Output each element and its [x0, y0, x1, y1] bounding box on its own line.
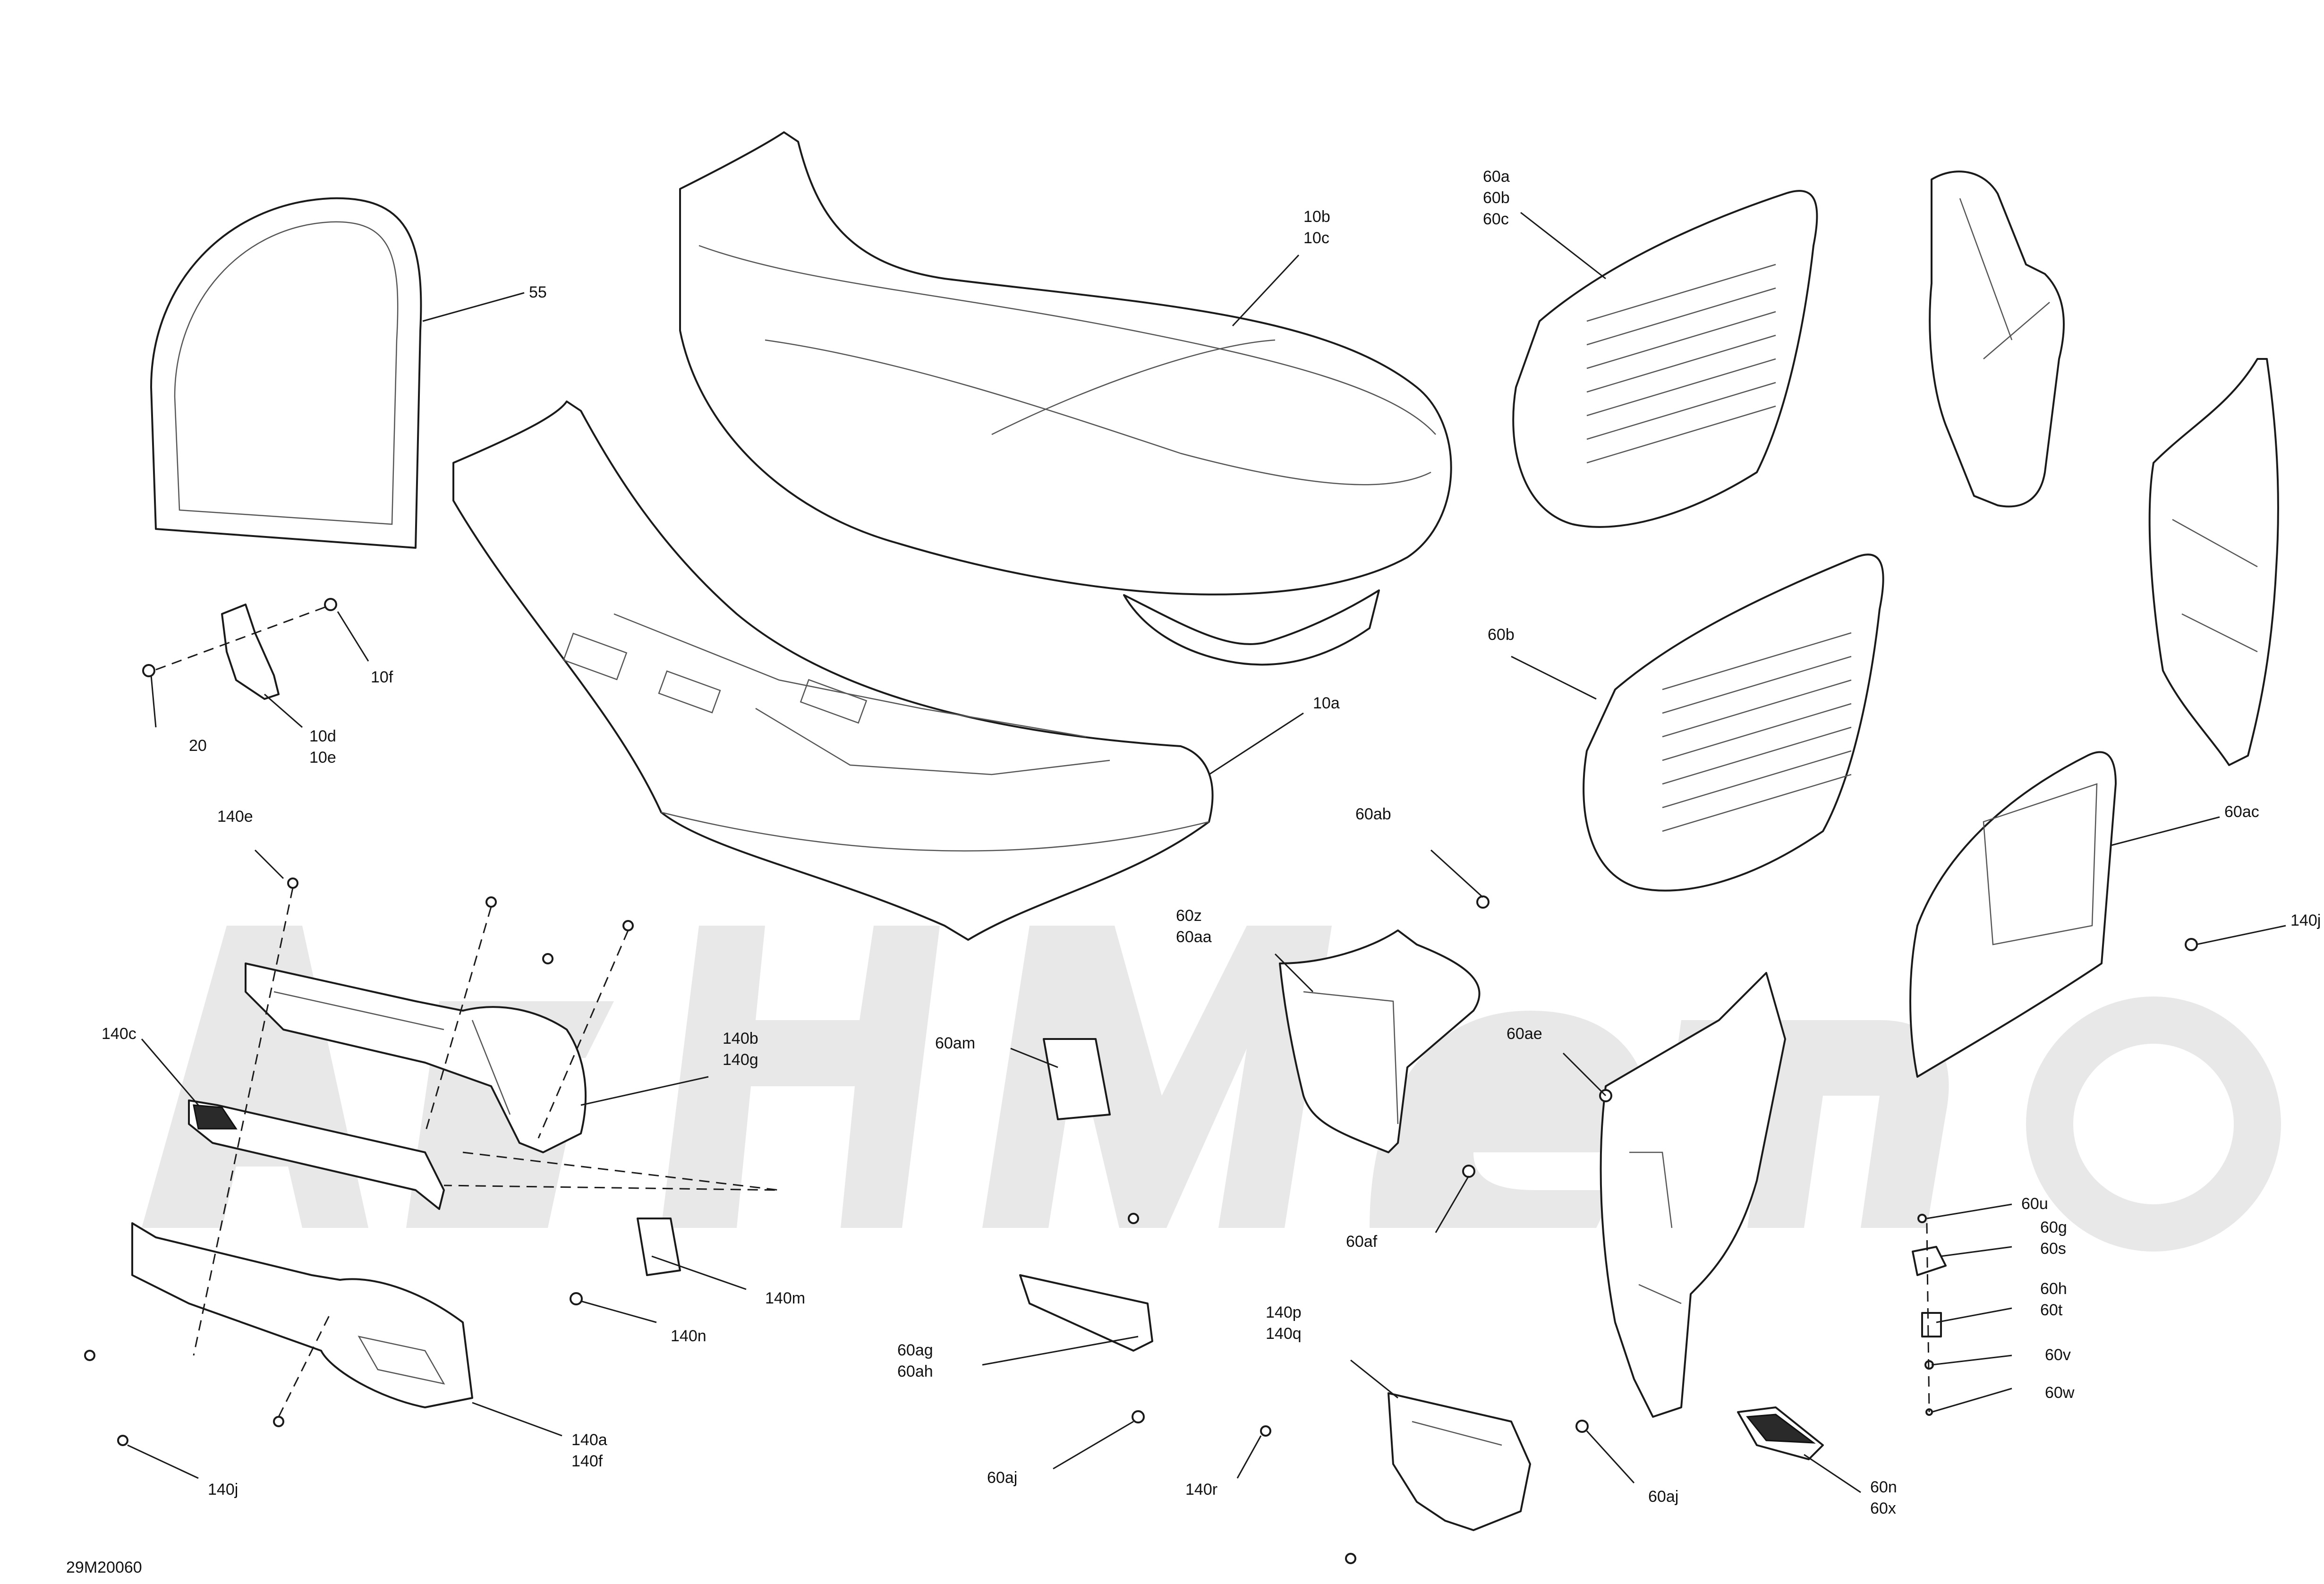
callout-60ah: 60ah [897, 1363, 933, 1380]
part-140c-grip-bar [188, 1099, 445, 1210]
callout-20: 20 [189, 737, 207, 755]
callout-60b-lower: 60b [1488, 626, 1515, 644]
part-60n-cap [1737, 1406, 1824, 1460]
callout-60af: 60af [1346, 1233, 1378, 1251]
callout-140j-right: 140j [2290, 911, 2321, 929]
callout-60aa: 60aa [1176, 928, 1212, 946]
part-10b-seat-cushion [679, 131, 1452, 666]
callout-60w: 60w [2045, 1384, 2075, 1402]
callout-60n: 60n [1870, 1478, 1897, 1496]
callout-140n: 140n [671, 1327, 707, 1345]
callout-60c: 60c [1483, 210, 1509, 228]
part-60a-backrest-upper [1512, 190, 1818, 528]
part-60am-sticker [1043, 1038, 1111, 1120]
callout-140p: 140p [1266, 1303, 1302, 1321]
callout-60t: 60t [2040, 1301, 2063, 1319]
part-60ag-bracket [1019, 1213, 1153, 1423]
callout-60aj-right: 60aj [1648, 1488, 1678, 1506]
callout-140r: 140r [1185, 1481, 1217, 1499]
callout-60ae: 60ae [1507, 1025, 1542, 1043]
callout-60ab: 60ab [1355, 805, 1391, 823]
part-10a-seat-base [452, 400, 1214, 941]
part-armrest-top [1929, 170, 2065, 508]
callout-60z: 60z [1176, 907, 1202, 925]
callout-10f: 10f [371, 668, 393, 686]
callout-140m: 140m [765, 1289, 805, 1307]
callout-60s: 60s [2040, 1240, 2066, 1258]
callout-60u: 60u [2021, 1195, 2048, 1213]
part-10d-bracket [142, 598, 337, 700]
callout-60aj-center: 60aj [987, 1469, 1017, 1487]
callout-140q: 140q [1266, 1325, 1302, 1343]
callout-60am: 60am [935, 1034, 975, 1052]
callout-60x: 60x [1870, 1499, 1896, 1517]
callout-60b-top: 60b [1483, 189, 1510, 207]
callout-55: 55 [529, 283, 547, 301]
callout-10d: 10d [309, 727, 336, 745]
part-55-seal [150, 197, 422, 549]
callout-10b: 10b [1303, 208, 1330, 226]
diagram-id: 29M20060 [66, 1558, 142, 1576]
callout-labels: 55 10b 10c 10a 10f 20 10d 10e 60a 60b 60… [66, 168, 2321, 1576]
part-60z-bracket [1279, 895, 1490, 1153]
callout-140e: 140e [217, 808, 253, 826]
part-side-bracket-top-right [2148, 358, 2279, 766]
callout-140f: 140f [571, 1452, 603, 1470]
callout-60ag: 60ag [897, 1341, 933, 1359]
callout-140a: 140a [571, 1431, 607, 1449]
part-140b-grip-housing [245, 962, 587, 1153]
callout-140c: 140c [102, 1025, 136, 1043]
callout-140j-left: 140j [208, 1481, 238, 1499]
part-60b-backrest-lower [1583, 554, 1884, 892]
callout-60a: 60a [1483, 168, 1510, 186]
callout-140b: 140b [723, 1030, 758, 1047]
fastener-stack-60 [1912, 1214, 1947, 1416]
callout-10e: 10e [309, 749, 336, 766]
part-60ac-side-panel [1909, 751, 2198, 1078]
callout-60g: 60g [2040, 1218, 2067, 1236]
part-140p-housing [1260, 1392, 1589, 1564]
screws-left-group [84, 877, 780, 1446]
callout-140g: 140g [723, 1051, 758, 1069]
leader-lines [127, 212, 2286, 1493]
part-140m-plate [570, 1218, 681, 1305]
callout-10a: 10a [1313, 694, 1340, 712]
callout-60ac: 60ac [2224, 803, 2259, 821]
part-140a-grip-cover [131, 1222, 473, 1408]
callout-10c: 10c [1303, 229, 1329, 247]
callout-60v: 60v [2045, 1346, 2071, 1364]
callout-60h: 60h [2040, 1280, 2067, 1298]
